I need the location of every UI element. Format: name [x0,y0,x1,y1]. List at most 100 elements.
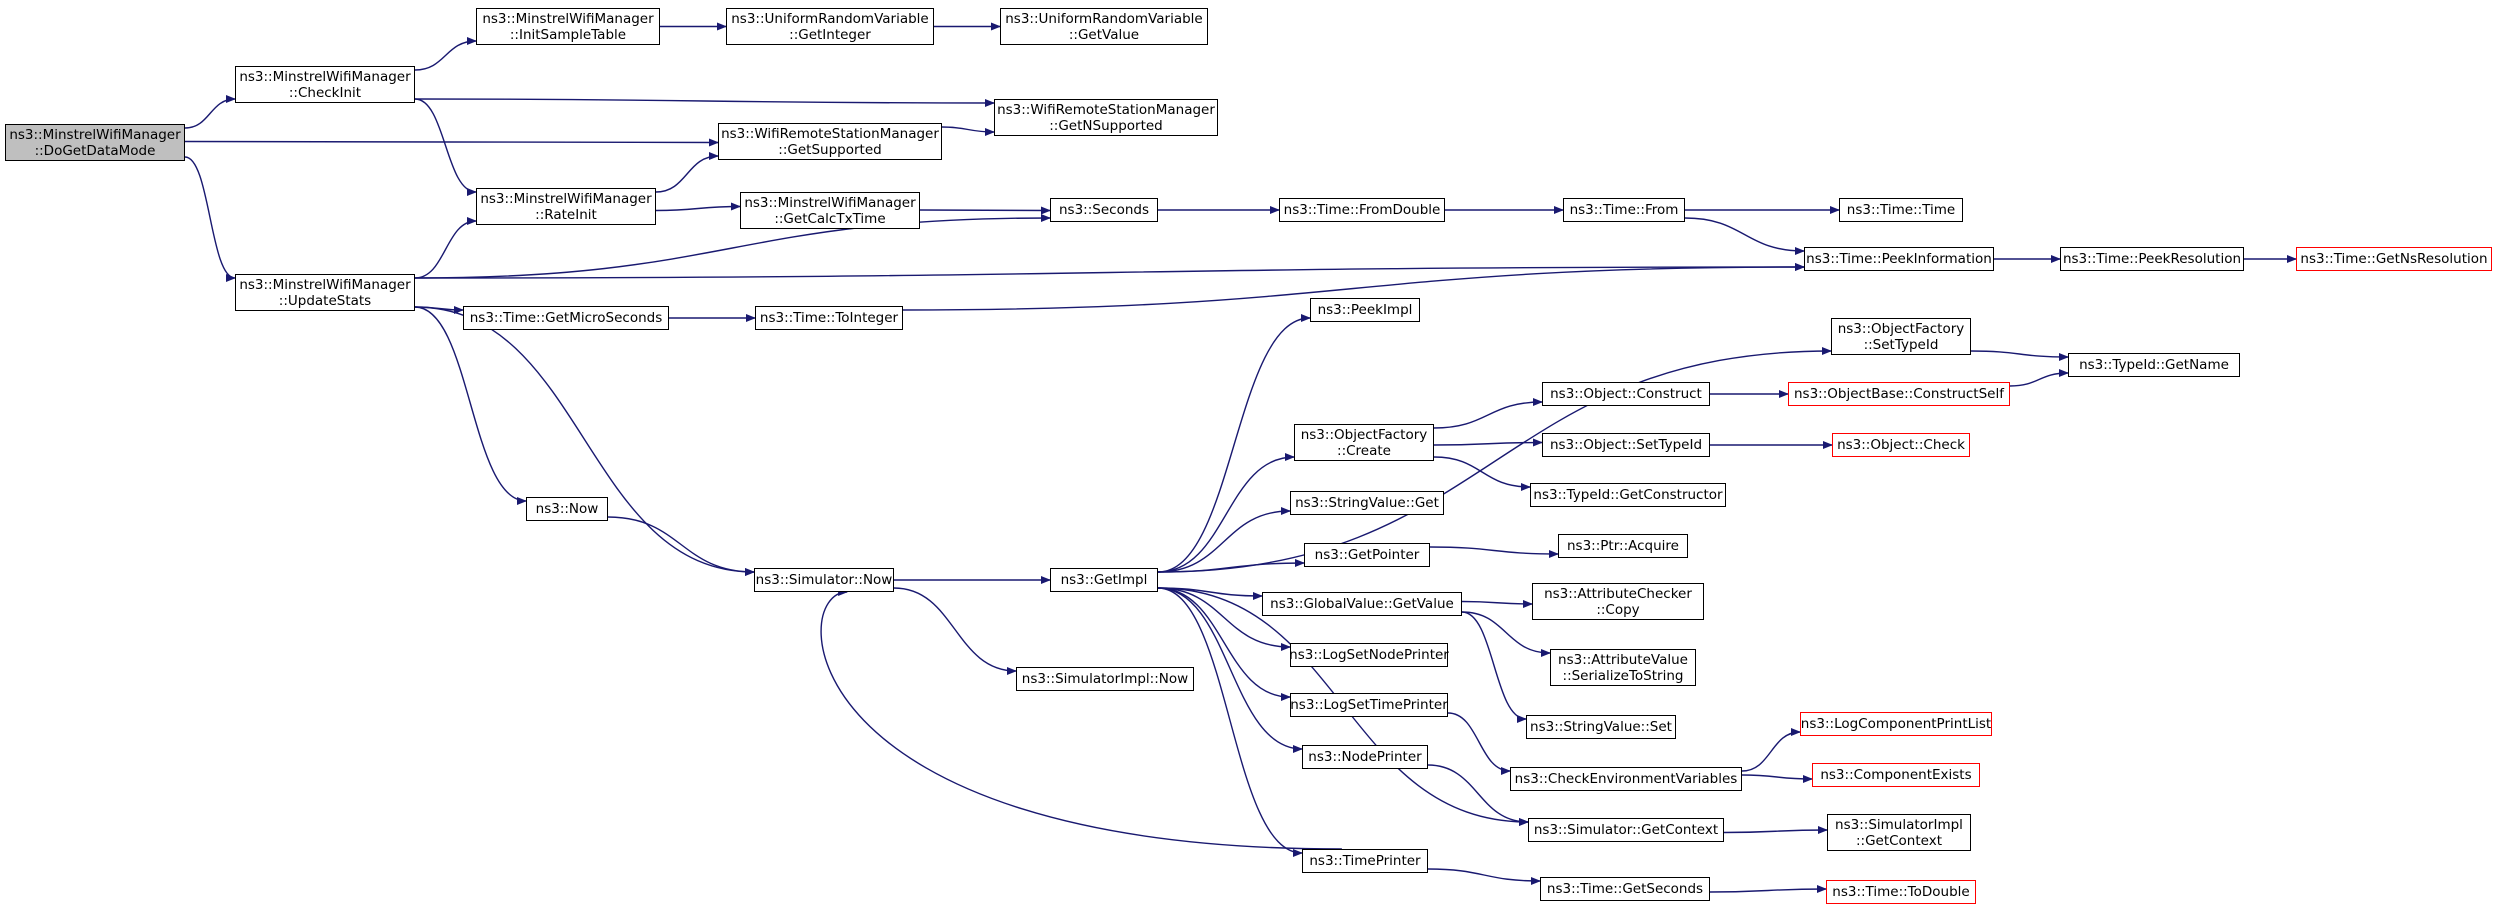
node-time-from[interactable]: ns3::Time::From [1563,198,1685,222]
edge-time-getseconds-to-time-todouble [1709,885,1827,894]
node-label-line: ns3::LogSetTimePrinter [1290,697,1448,713]
node-nodeprinter[interactable]: ns3::NodePrinter [1302,745,1428,769]
node-object-construct[interactable]: ns3::Object::Construct [1542,382,1710,406]
node-label-line: ::Create [1337,442,1391,459]
node-getconstructor[interactable]: ns3::TypeId::GetConstructor [1530,483,1726,507]
node-label-line: ns3::CheckEnvironmentVariables [1514,771,1738,787]
node-urv-getinteger[interactable]: ns3::UniformRandomVariable::GetInteger [726,8,934,45]
node-tointeger[interactable]: ns3::Time::ToInteger [755,306,903,330]
node-timeprinter[interactable]: ns3::TimePrinter [1302,849,1428,873]
edge-getimpl-to-stringvalue-get [1157,507,1291,573]
node-time-getseconds[interactable]: ns3::Time::GetSeconds [1540,877,1710,901]
node-attributechecker-copy[interactable]: ns3::AttributeChecker::Copy [1532,583,1704,620]
edge-updatestats-to-peekinformation [414,263,1805,279]
edge-checkinit-to-rateinit [414,98,477,196]
node-label-line: ::SerializeToString [1562,667,1684,684]
node-seconds[interactable]: ns3::Seconds [1050,198,1158,222]
node-label-line: ns3::Object::SetTypeId [1549,437,1703,453]
edge-of-create-to-getconstructor [1433,456,1531,491]
node-initsampletable[interactable]: ns3::MinstrelWifiManager::InitSampleTabl… [476,8,660,45]
node-of-create[interactable]: ns3::ObjectFactory::Create [1294,424,1434,461]
edge-ns3-now-to-simulator-now [607,516,755,576]
node-getnsresolution[interactable]: ns3::Time::GetNsResolution [2296,247,2492,271]
node-globalvalue-getvalue[interactable]: ns3::GlobalValue::GetValue [1262,592,1462,616]
node-peekimpl[interactable]: ns3::PeekImpl [1310,298,1420,322]
node-label-line: ::GetValue [1068,26,1140,43]
node-logsetnodeprinter[interactable]: ns3::LogSetNodePrinter [1289,643,1449,667]
node-label: ns3::WifiRemoteStationManager::GetSuppor… [721,126,939,158]
node-label: ns3::MinstrelWifiManager::DoGetDataMode [9,127,180,159]
node-peekresolution[interactable]: ns3::Time::PeekResolution [2060,247,2244,271]
edge-getcalctxtime-to-seconds [919,206,1051,215]
node-logcomponentprintlist[interactable]: ns3::LogComponentPrintList [1800,712,1992,736]
node-updatestats[interactable]: ns3::MinstrelWifiManager::UpdateStats [235,274,415,311]
node-simulatorimpl-getcontext[interactable]: ns3::SimulatorImpl::GetContext [1827,814,1971,851]
node-label-line: ns3::GlobalValue::GetValue [1270,596,1454,612]
node-label: ns3::LogSetTimePrinter [1290,697,1448,713]
node-urv-getvalue[interactable]: ns3::UniformRandomVariable::GetValue [1000,8,1208,45]
node-logsettimeprinter[interactable]: ns3::LogSetTimePrinter [1290,693,1448,717]
node-label: ns3::Object::SetTypeId [1550,437,1702,453]
node-label-line: ns3::StringValue::Get [1295,495,1439,511]
edge-of-create-to-object-construct [1433,398,1543,429]
node-fromdouble[interactable]: ns3::Time::FromDouble [1279,198,1445,222]
node-getpointer[interactable]: ns3::GetPointer [1304,543,1430,567]
node-label-line: ns3::ObjectFactory [1837,320,1965,337]
node-label-line: ns3::UniformRandomVariable [731,10,929,27]
node-of-settypeid[interactable]: ns3::ObjectFactory::SetTypeId [1831,318,1971,355]
node-label: ns3::Time::FromDouble [1284,202,1441,218]
node-getimpl[interactable]: ns3::GetImpl [1050,568,1158,592]
node-label-line: ns3::Object::Check [1837,437,1965,453]
node-serializetostring[interactable]: ns3::AttributeValue::SerializeToString [1550,649,1696,686]
node-label: ns3::Simulator::Now [756,572,893,588]
node-label-line: ns3::Now [535,501,599,517]
node-simulatorimpl-now[interactable]: ns3::SimulatorImpl::Now [1016,667,1194,691]
node-peekinformation[interactable]: ns3::Time::PeekInformation [1804,247,1994,271]
edge-checkenvvars-to-componentexists [1741,774,1813,783]
node-constructself[interactable]: ns3::ObjectBase::ConstructSelf [1788,382,2010,406]
node-label: ns3::AttributeValue::SerializeToString [1558,652,1688,684]
node-getnsupported[interactable]: ns3::WifiRemoteStationManager::GetNSuppo… [994,99,1218,136]
node-label-line: ns3::TimePrinter [1309,853,1421,869]
node-object-check[interactable]: ns3::Object::Check [1832,433,1970,457]
node-label-line: ns3::Simulator::Now [755,572,893,588]
node-rateinit[interactable]: ns3::MinstrelWifiManager::RateInit [476,188,656,225]
edge-dogetdatamode-to-updatestats [184,156,236,282]
node-label-line: ::SetTypeId [1863,336,1939,353]
node-dogetdatamode: ns3::MinstrelWifiManager::DoGetDataMode [5,124,185,161]
node-checkinit[interactable]: ns3::MinstrelWifiManager::CheckInit [235,66,415,103]
node-time-time[interactable]: ns3::Time::Time [1839,198,1963,222]
node-stringvalue-get[interactable]: ns3::StringValue::Get [1290,491,1444,515]
node-label-line: ns3::NodePrinter [1308,749,1422,765]
node-componentexists[interactable]: ns3::ComponentExists [1812,763,1980,787]
node-label-line: ns3::TypeId::GetName [2079,357,2229,373]
edge-of-settypeid-to-typeid-getname [1970,350,2069,361]
node-label: ns3::WifiRemoteStationManager::GetNSuppo… [997,102,1215,134]
node-ns3-now[interactable]: ns3::Now [526,497,608,521]
node-label-line: ns3::MinstrelWifiManager [239,276,411,293]
edge-checkinit-to-getnsupported [414,98,995,107]
edge-getsupported-to-getnsupported [941,126,995,136]
node-label-line: ns3::MinstrelWifiManager [744,194,916,211]
edge-simulator-now-to-simulatorimpl-now [893,587,1017,675]
edge-updatestats-to-rateinit [414,217,477,279]
node-getsupported[interactable]: ns3::WifiRemoteStationManager::GetSuppor… [718,123,942,160]
node-time-todouble[interactable]: ns3::Time::ToDouble [1826,880,1976,904]
node-label: ns3::CheckEnvironmentVariables [1515,771,1738,787]
edge-updatestats-to-ns3-now [414,306,527,505]
node-simulator-getcontext[interactable]: ns3::Simulator::GetContext [1528,818,1724,842]
node-label: ns3::Object::Check [1837,437,1965,453]
node-label-line: ns3::WifiRemoteStationManager [721,125,939,142]
node-simulator-now[interactable]: ns3::Simulator::Now [754,568,894,592]
node-ptr-acquire[interactable]: ns3::Ptr::Acquire [1558,534,1688,558]
node-checkenvvars[interactable]: ns3::CheckEnvironmentVariables [1510,767,1742,791]
node-label: ns3::SimulatorImpl::Now [1022,671,1188,687]
node-stringvalue-set[interactable]: ns3::StringValue::Set [1526,715,1676,739]
edge-time-from-to-peekinformation [1684,217,1805,255]
node-object-settypeid[interactable]: ns3::Object::SetTypeId [1542,433,1710,457]
node-getmicroseconds[interactable]: ns3::Time::GetMicroSeconds [463,306,669,330]
node-getcalctxtime[interactable]: ns3::MinstrelWifiManager::GetCalcTxTime [740,192,920,229]
node-label-line: ns3::Time::PeekResolution [2062,251,2242,267]
edge-globalvalue-getvalue-to-serializetostring [1461,611,1551,657]
node-typeid-getname[interactable]: ns3::TypeId::GetName [2068,353,2240,377]
